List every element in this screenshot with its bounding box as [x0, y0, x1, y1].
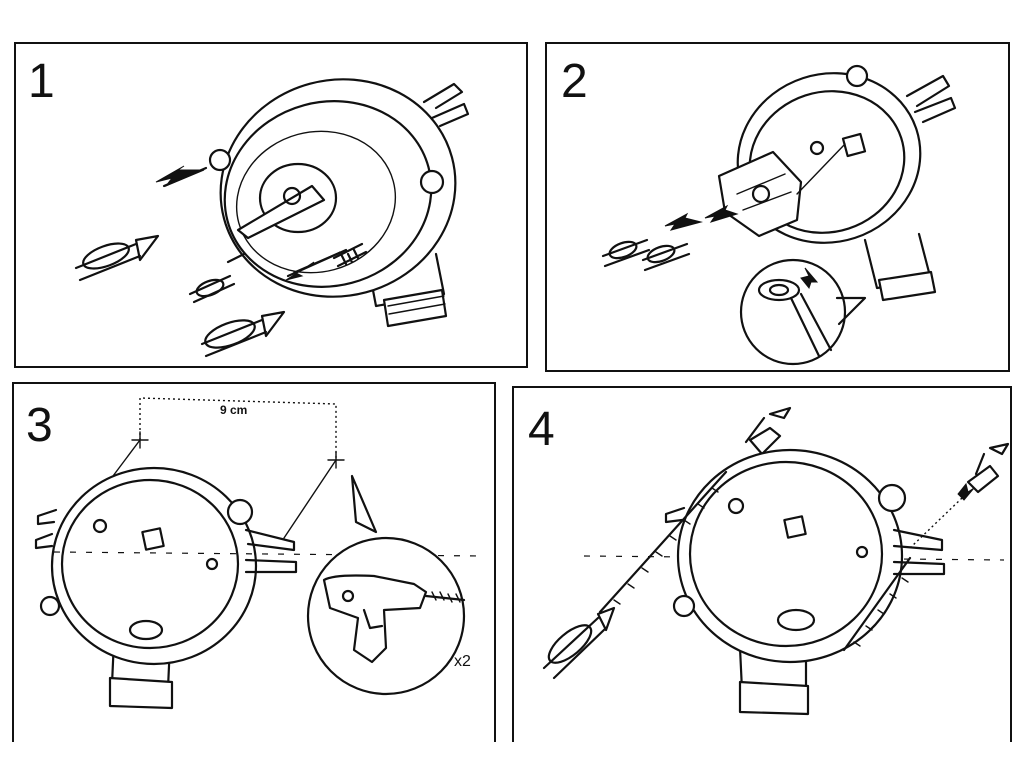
- screwdriver-icon: [601, 238, 691, 272]
- step-2-number: 2: [561, 55, 588, 108]
- detail-callout: [739, 258, 867, 366]
- step-1-illustration: [74, 78, 470, 358]
- arrow-icon: [664, 212, 703, 231]
- junction-box-icon: [34, 466, 298, 710]
- step-4-illustration: [542, 406, 1010, 716]
- step-3-panel: 3 9 cm: [12, 382, 496, 742]
- measurement-label: 9 cm: [220, 403, 247, 417]
- arrow-icon: [155, 165, 205, 188]
- step-4-panel: 4: [512, 386, 1012, 742]
- step-3-illustration: 9 cm x2: [34, 397, 485, 710]
- step-3-number: 3: [26, 399, 53, 452]
- screw-icon: [598, 470, 912, 652]
- arrow-icon: [957, 482, 975, 501]
- step-1-panel: 1: [14, 42, 528, 368]
- junction-box-icon: [664, 448, 946, 716]
- step-2-illustration: [601, 64, 957, 366]
- quantity-label: x2: [454, 653, 471, 670]
- step-1-number: 1: [28, 55, 55, 108]
- junction-box-icon: [208, 78, 470, 328]
- arrow-icon: [800, 267, 819, 290]
- arrow-icon: [704, 204, 739, 223]
- wall-plug-icon: [744, 406, 1010, 549]
- step-2-panel: 2: [545, 42, 1010, 372]
- screwdriver-icon: [542, 606, 616, 680]
- drill-icon: [306, 474, 466, 696]
- screw-icon: [226, 242, 368, 268]
- screwdriver-icon: [74, 234, 286, 358]
- step-4-number: 4: [528, 403, 555, 456]
